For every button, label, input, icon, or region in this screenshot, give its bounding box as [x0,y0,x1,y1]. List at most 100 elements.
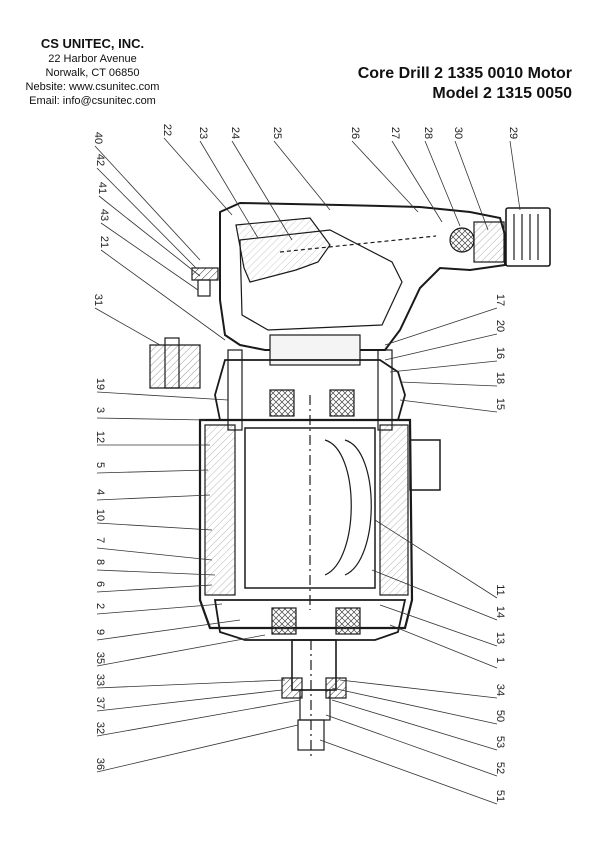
leader-41 [98,195,201,277]
callout-41: 41 [96,182,108,194]
leader-42 [96,167,197,269]
leader-1 [389,624,498,669]
handle-grip-opening [239,229,403,331]
leader-14 [371,569,498,621]
callout-26: 26 [349,127,361,139]
callout-11: 11 [494,584,506,595]
leader-9 [96,619,241,641]
leader-35 [96,634,266,667]
callout-3: 3 [94,407,106,413]
leader-13 [379,604,498,647]
leader-8 [96,569,216,576]
callout-34: 34 [494,684,506,696]
callout-9: 9 [94,629,106,635]
leader-2 [96,603,223,615]
callout-13: 13 [494,632,506,644]
callout-37: 37 [94,697,106,709]
lower-bearing-block [213,599,407,641]
leader-21 [100,249,226,341]
leader-27 [391,140,443,223]
callout-23: 23 [197,127,209,139]
callout-51: 51 [494,790,506,802]
motor-housing [198,418,414,630]
stator-right [379,424,409,596]
leader-43 [100,222,199,291]
callout-28: 28 [422,127,434,139]
callout-6: 6 [94,581,106,587]
callout-18: 18 [494,372,506,384]
callout-29: 29 [507,127,519,139]
leader-52 [325,714,498,777]
leader-29 [509,140,521,211]
company-email: Email: info@csunitec.com [29,95,156,107]
leader-10 [96,522,213,531]
callout-7: 7 [94,537,106,543]
leader-18 [399,381,498,387]
leader-16 [389,360,498,373]
title-line2: Model 2 1315 0050 [432,85,572,102]
callout-21: 21 [98,236,110,248]
callout-35: 35 [94,652,106,664]
leader-30 [454,140,489,231]
company-name: CS UNITEC, INC. [40,36,145,51]
leader-31 [94,307,161,346]
trigger-lever [235,217,331,283]
callout-15: 15 [494,398,506,410]
title-line1: Core Drill 2 1335 0010 Motor [357,65,572,82]
leader-36 [96,724,299,773]
leader-5 [96,469,209,474]
leader-26 [351,140,419,213]
company-address-line2: Norwalk, CT 06850 [45,67,140,79]
company-address-line1: 22 Harbor Avenue [48,53,137,65]
handle-housing [219,201,506,351]
leader-23 [199,140,259,239]
callout-31: 31 [92,294,104,306]
callout-42: 42 [94,154,106,166]
stator-left [204,424,236,596]
leader-6 [96,584,213,593]
leader-4 [96,494,211,501]
leader-25 [273,140,331,211]
drawing-parts [149,201,551,760]
callout-14: 14 [494,606,506,618]
callout-leaders [94,137,521,805]
leader-51 [319,739,498,805]
callout-27: 27 [389,127,401,139]
callout-20: 20 [494,320,506,332]
leader-15 [399,399,498,413]
callout-32: 32 [94,722,106,734]
callout-33: 33 [94,674,106,686]
callout-40: 40 [92,132,104,144]
callout-4: 4 [94,489,106,495]
leader-40 [94,145,201,261]
page-title: Core Drill 2 1335 0010 Motor Model 2 131… [358,64,572,104]
callout-1: 1 [494,657,506,663]
callout-53: 53 [494,736,506,748]
leader-28 [424,140,461,227]
callout-36: 36 [94,758,106,770]
leader-3 [96,417,206,421]
leader-11 [374,519,498,599]
leader-37 [96,689,283,712]
callout-10: 10 [94,509,106,521]
callout-19: 19 [94,378,106,390]
callout-2: 2 [94,603,106,609]
leader-33 [96,679,286,689]
callout-50: 50 [494,710,506,722]
leader-24 [231,140,293,241]
rotor [244,427,376,589]
callout-43: 43 [98,209,110,221]
callout-22: 22 [161,124,173,136]
leader-19 [96,391,229,401]
leader-34 [339,679,498,699]
callout-52: 52 [494,762,506,774]
leader-22 [163,137,233,216]
leader-50 [331,687,498,725]
company-info: CS UNITEC, INC. 22 Harbor Avenue Norwalk… [0,36,185,108]
callout-17: 17 [494,294,506,306]
company-website: Nebsite: www.csunitec.com [25,81,160,93]
leader-7 [96,547,213,561]
callout-8: 8 [94,559,106,565]
